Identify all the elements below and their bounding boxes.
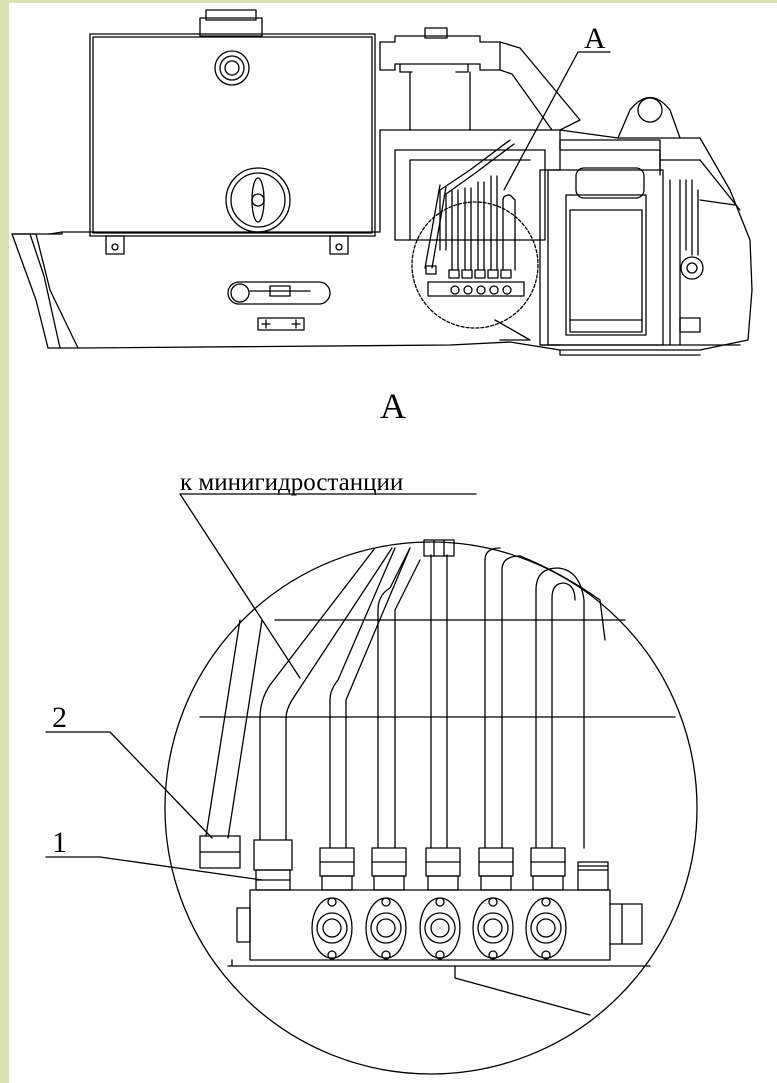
- frame-front-cut: [11, 233, 79, 349]
- callout-2-leader: [45, 731, 213, 839]
- page-frame-top: [0, 0, 777, 3]
- pipe-2: [259, 547, 393, 841]
- page-frame-left: [0, 0, 9, 1083]
- oval-slot: [227, 281, 331, 305]
- pipe-6: [484, 547, 521, 849]
- callout-1-leader: [45, 856, 263, 881]
- callout-a-leader: [503, 51, 611, 191]
- detail-view-a: [45, 493, 698, 1075]
- machine-side-view: [11, 9, 753, 356]
- frame-body: [11, 129, 753, 351]
- union-nuts: [319, 847, 609, 891]
- lifting-eye: [617, 96, 681, 139]
- detail-view-title: A: [380, 386, 406, 426]
- callout-a-label: A: [584, 22, 606, 55]
- tank-level-gauge: [225, 167, 291, 233]
- detail-boundary-circle: [164, 541, 698, 1075]
- port-flanges: [311, 897, 567, 960]
- callout-1-label: 1: [52, 826, 67, 859]
- detail-circle-a: [411, 201, 539, 329]
- pipe-7: [535, 567, 585, 849]
- hydraulic-tank: [89, 33, 376, 237]
- pipe-1: [205, 619, 263, 839]
- distributor-block: [249, 889, 611, 961]
- tank-filler-cap: [214, 50, 250, 86]
- pipe-4: [377, 547, 421, 849]
- callout-2-label: 2: [52, 701, 67, 734]
- minihydrostation-label: к минигидростанции: [180, 469, 403, 496]
- pipe-5: [430, 554, 448, 849]
- minihydrostation-leader: [179, 493, 477, 679]
- pipe-3: [329, 547, 411, 849]
